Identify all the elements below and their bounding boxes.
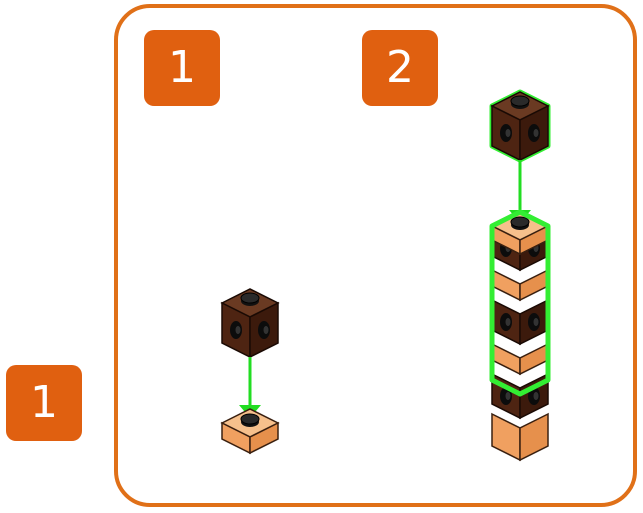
page-step-badge: 1: [6, 365, 82, 441]
step-1-badge: 1: [144, 30, 220, 106]
step-1-dark-brick: [221, 288, 279, 358]
page-step-number: 1: [30, 377, 58, 428]
step-2-number: 2: [386, 42, 414, 93]
instruction-panel-frame: [114, 4, 637, 507]
step-2-tower: [489, 209, 551, 462]
step-1-number: 1: [168, 42, 196, 93]
step-1-light-plate: [221, 408, 279, 454]
step-2-new-dark-brick: [489, 89, 551, 163]
step-2-badge: 2: [362, 30, 438, 106]
